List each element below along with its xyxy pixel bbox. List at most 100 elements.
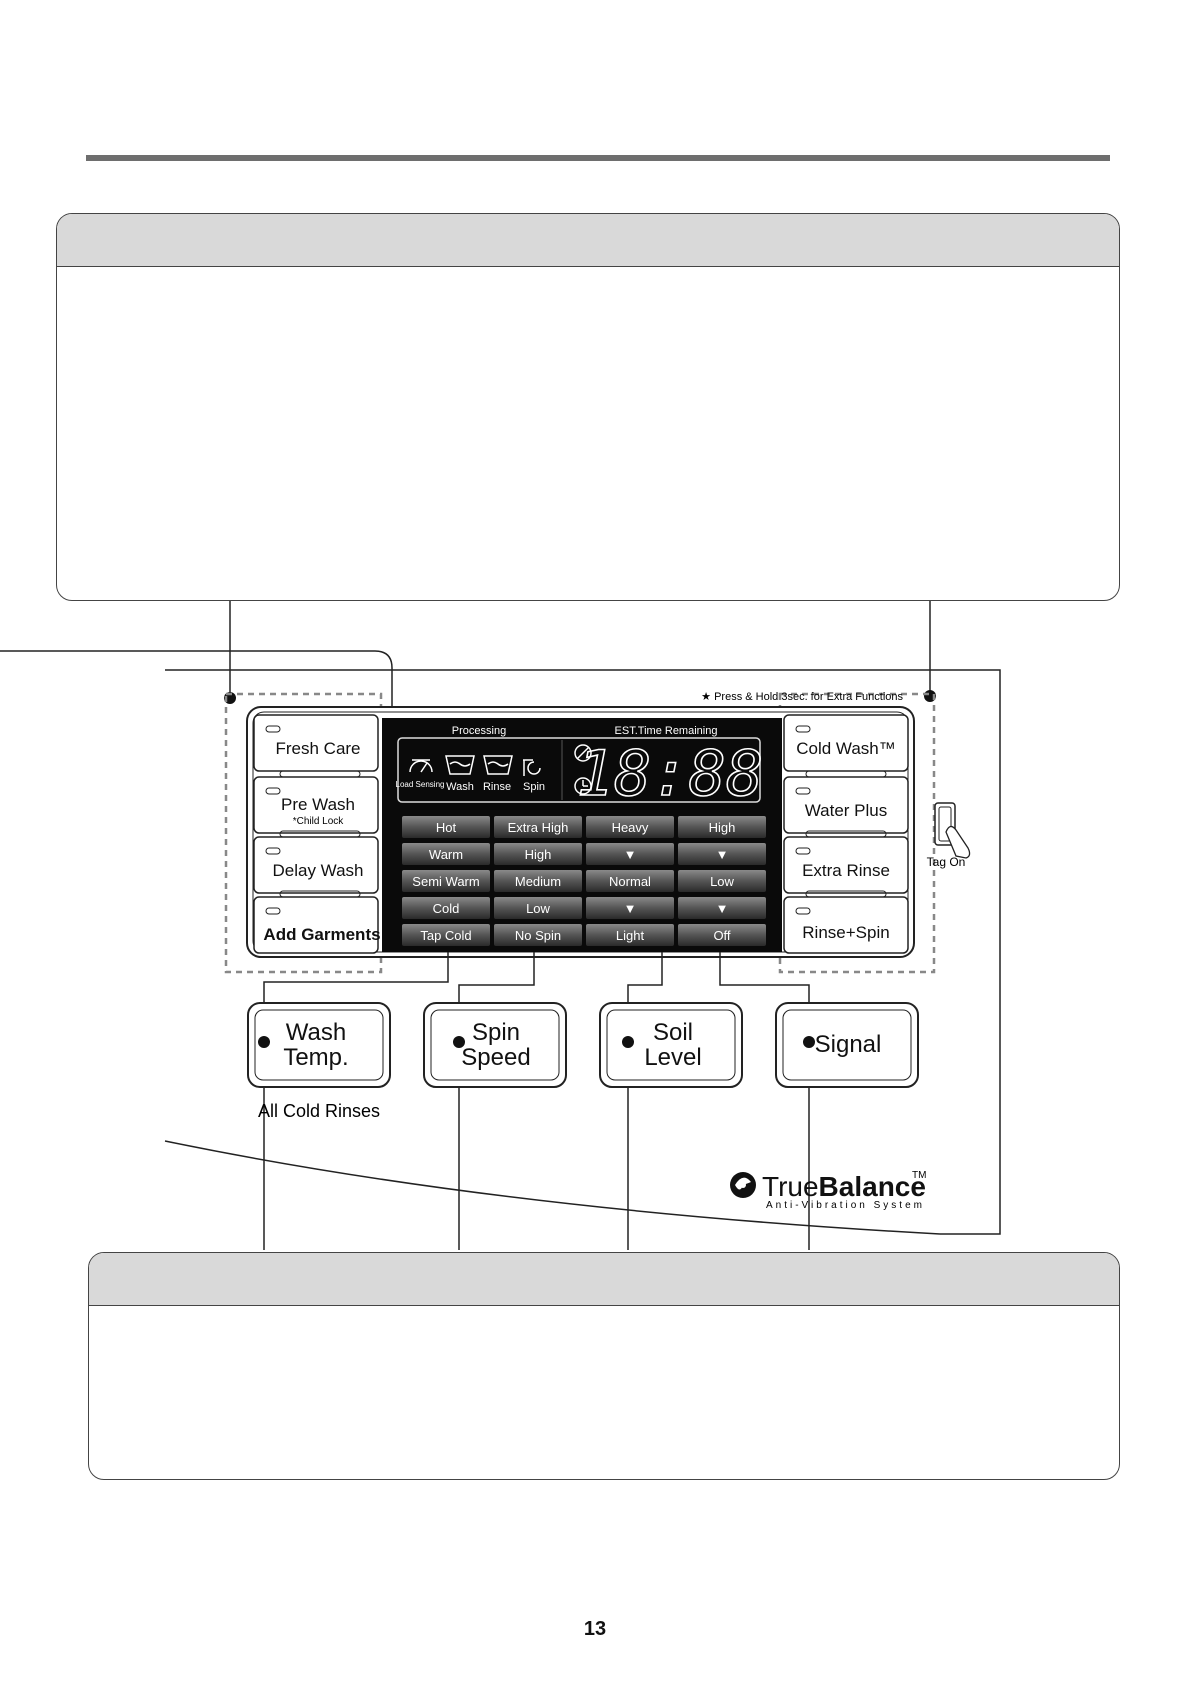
processing-label: Processing	[452, 725, 506, 737]
option-pill-signal	[678, 816, 766, 838]
soil-level-line2: Level	[644, 1044, 701, 1071]
option-pill-signal	[678, 924, 766, 946]
option-pill-soil-level	[586, 843, 674, 865]
option-pill-spin-speed	[494, 870, 582, 892]
option-pill-wash-temp	[402, 816, 490, 838]
brand-balance: Balance	[819, 1171, 926, 1202]
add-garments-label: Add Garments	[263, 925, 380, 944]
extra-rinse-button[interactable]: Extra Rinse	[783, 836, 909, 898]
fresh-care-button[interactable]: Fresh Care	[253, 714, 379, 778]
header-rule	[86, 155, 1110, 161]
brand-tagline: Anti-Vibration System	[766, 1200, 925, 1211]
fresh-care-led-icon	[265, 725, 281, 733]
water-plus-button[interactable]: Water Plus	[783, 776, 909, 838]
option-pill-wash-temp	[402, 843, 490, 865]
delay-wash-led-icon	[265, 847, 281, 855]
connector-spin-speed	[458, 952, 535, 1250]
top-callout-box	[56, 213, 1120, 601]
option-pill-signal	[678, 843, 766, 865]
option-pill-spin-speed	[494, 924, 582, 946]
bottom-callout-header	[89, 1253, 1119, 1306]
top-callout-header	[57, 214, 1119, 267]
water-plus-led-icon	[795, 787, 811, 795]
wash-temp-line1: Wash	[286, 1019, 346, 1046]
load-sensing-icon	[409, 759, 433, 773]
add-garments-led-icon	[265, 907, 281, 915]
option-pill-soil-level	[586, 897, 674, 919]
pre-wash-label: Pre Wash	[281, 795, 355, 814]
wash-temp-button[interactable]: Wash Temp.	[247, 1002, 391, 1088]
option-label-wash-temp: Cold	[433, 901, 460, 916]
option-label-wash-temp: Hot	[436, 820, 457, 835]
option-pill-soil-level	[586, 870, 674, 892]
option-label-wash-temp: Semi Warm	[412, 874, 479, 889]
option-pill-wash-temp	[402, 924, 490, 946]
rinse-spin-button[interactable]: Rinse+Spin	[783, 896, 909, 954]
pre-wash-button[interactable]: Pre Wash *Child Lock	[253, 776, 379, 838]
clock-icon	[574, 777, 592, 795]
panel-outline	[165, 669, 1001, 1235]
delay-wash-button[interactable]: Delay Wash	[253, 836, 379, 898]
panel-top-curve	[0, 650, 393, 714]
wash-temp-line2: Temp.	[283, 1044, 348, 1071]
extra-rinse-led-icon	[795, 847, 811, 855]
tag-on-icon[interactable]	[934, 802, 971, 859]
brand-true: True	[762, 1171, 819, 1202]
option-label-soil-level: Heavy	[612, 820, 649, 835]
cold-wash-label: Cold Wash™	[796, 739, 896, 758]
option-pill-signal	[678, 870, 766, 892]
option-label-spin-speed: Extra High	[508, 820, 569, 835]
option-label-soil-level: Light	[616, 928, 645, 943]
connector-wash-temp	[263, 952, 449, 1250]
right-dashed-group	[778, 692, 936, 974]
option-label-signal: Low	[710, 874, 734, 889]
panel-bottom-curve	[164, 1140, 941, 1235]
option-label-soil-level: ▼	[624, 847, 637, 862]
option-label-spin-speed: Medium	[515, 874, 561, 889]
option-label-signal: ▼	[716, 847, 729, 862]
soil-level-button[interactable]: Soil Level	[599, 1002, 743, 1088]
wash-icon	[445, 755, 475, 775]
option-label-signal: ▼	[716, 901, 729, 916]
option-pill-spin-speed	[494, 843, 582, 865]
rinse-spin-led-icon	[795, 907, 811, 915]
signal-line1: Signal	[815, 1031, 882, 1058]
extra-functions-hint: ★ Press & Hold 3sec. for Extra Functions	[701, 691, 903, 703]
cold-wash-button[interactable]: Cold Wash™	[783, 714, 909, 778]
connector-soil-level	[627, 952, 663, 1250]
option-label-signal: Off	[713, 928, 730, 943]
delay-wash-label: Delay Wash	[272, 861, 363, 880]
bottom-callout-box	[88, 1252, 1120, 1480]
option-pill-soil-level	[586, 924, 674, 946]
pre-wash-led-icon	[265, 787, 281, 795]
option-label-soil-level: Normal	[609, 874, 651, 889]
option-pill-soil-level	[586, 816, 674, 838]
option-pill-signal	[678, 897, 766, 919]
spin-speed-line2: Speed	[461, 1044, 530, 1071]
tag-on-label: Tag On	[927, 855, 966, 869]
svg-text:TrueBalance: TrueBalance	[762, 1171, 926, 1202]
truebalance-swirl-icon	[730, 1172, 756, 1198]
spin-speed-button[interactable]: Spin Speed	[423, 1002, 567, 1088]
spin-speed-line1: Spin	[472, 1019, 520, 1046]
signal-button[interactable]: Signal	[775, 1002, 919, 1088]
page-number: 13	[583, 1618, 607, 1640]
spin-icon	[523, 759, 541, 776]
stage-rinse-label: Rinse	[483, 781, 511, 793]
fresh-care-label: Fresh Care	[275, 739, 360, 758]
cold-wash-led-icon	[795, 725, 811, 733]
option-label-soil-level: ▼	[624, 901, 637, 916]
soil-level-line1: Soil	[653, 1019, 693, 1046]
water-plus-label: Water Plus	[805, 801, 888, 820]
option-label-spin-speed: High	[525, 847, 552, 862]
stage-wash-label: Wash	[446, 781, 474, 793]
left-dashed-group	[224, 692, 383, 974]
option-pill-wash-temp	[402, 870, 490, 892]
option-pill-wash-temp	[402, 897, 490, 919]
stage-load-sensing-label: Load Sensing	[396, 780, 445, 789]
option-label-spin-speed: No Spin	[515, 928, 561, 943]
no-load-icon	[574, 744, 592, 762]
all-cold-rinses-label: All Cold Rinses	[258, 1101, 380, 1121]
add-garments-button[interactable]: Add Garments	[253, 896, 381, 954]
